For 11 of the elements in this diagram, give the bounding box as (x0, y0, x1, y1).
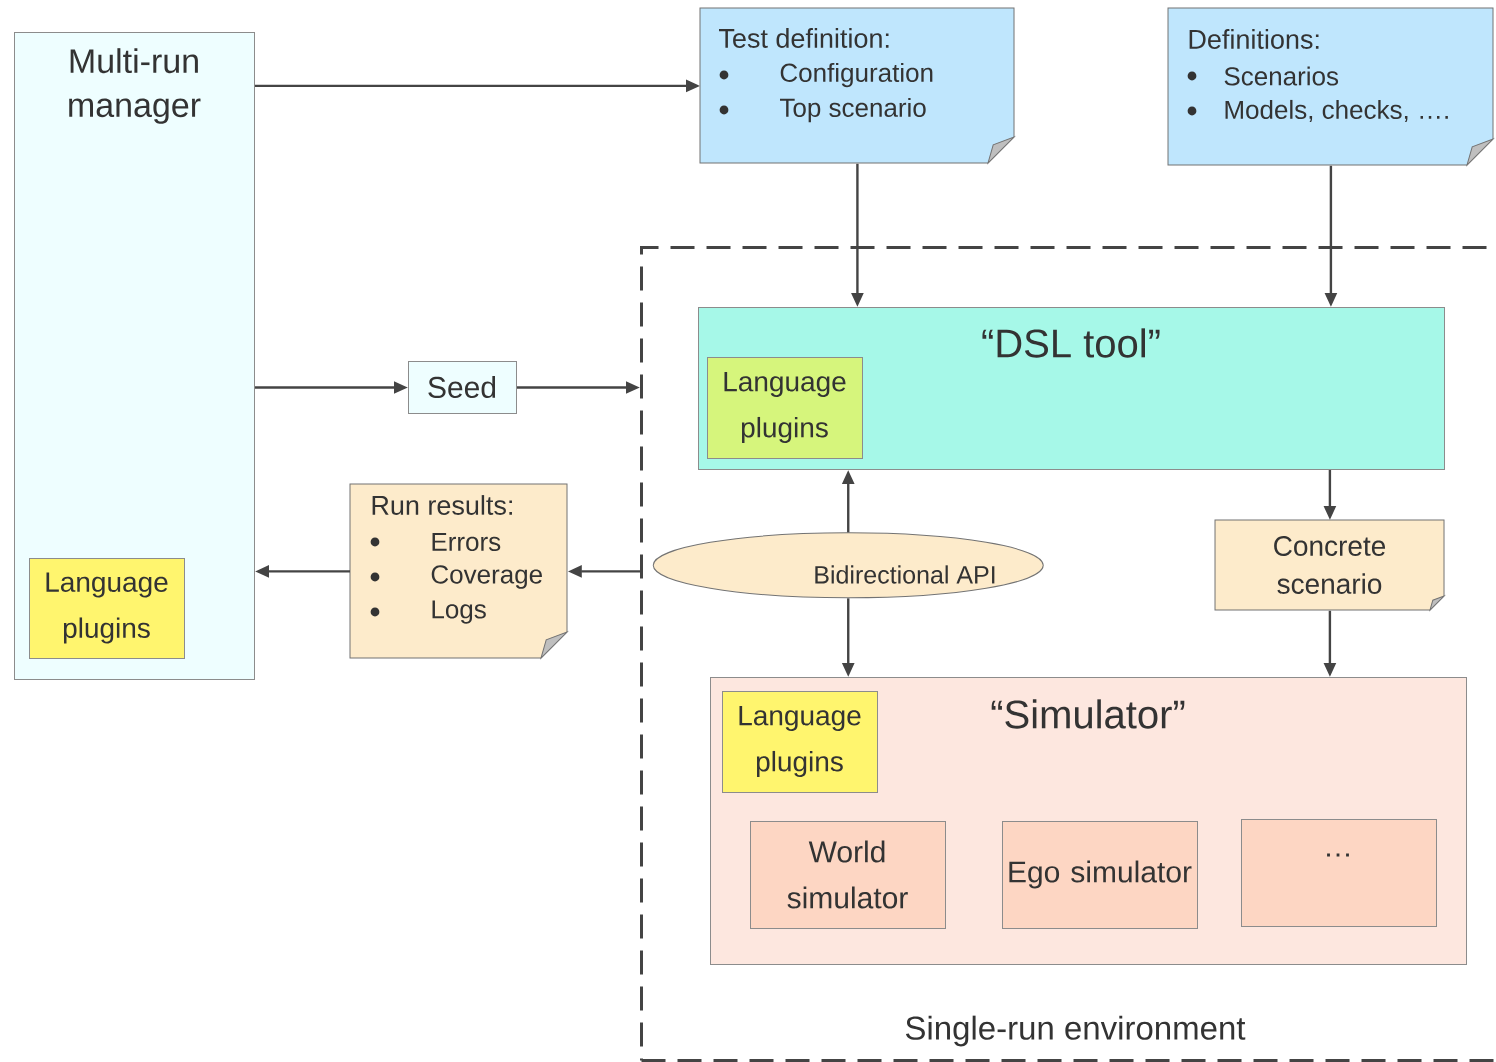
process-box: World simulator (750, 821, 946, 929)
process-box: Seed (408, 361, 517, 414)
note-card: Definitions: Scenarios Models, checks, …. (1167, 7, 1494, 166)
note-card: Test definition: Configuration Top scenario (699, 7, 1015, 164)
plugin-box: Language plugins (722, 691, 878, 793)
process-box: Ego simulator (1002, 821, 1198, 929)
plugin-box: Language plugins (707, 357, 863, 459)
note-card: Concrete scenario (1214, 519, 1445, 611)
plugin-box: Language plugins (29, 558, 185, 659)
note-card: Run results: Errors Coverage Logs (349, 483, 568, 659)
process-box: … (1241, 819, 1437, 927)
